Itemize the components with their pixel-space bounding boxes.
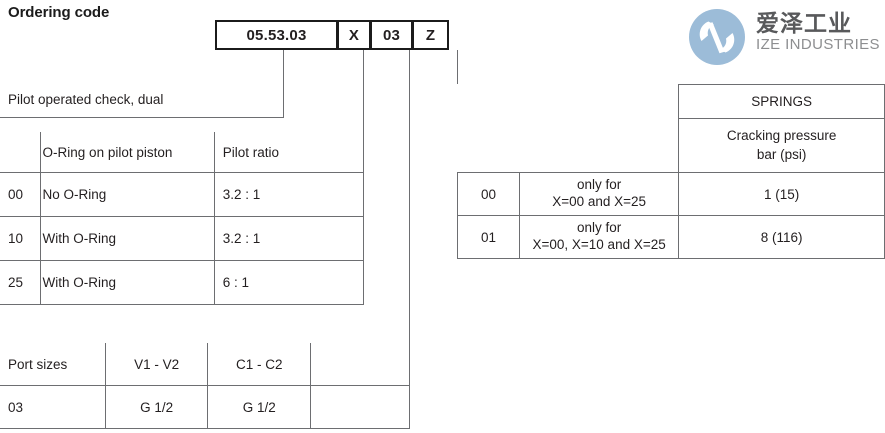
code-segment-oring-option[interactable]: X — [337, 20, 370, 50]
page-title: Ordering code — [8, 4, 110, 21]
oring-row-description: With O-Ring — [39, 216, 215, 261]
springs-spacer-code — [458, 119, 520, 173]
table-header-row: Port sizes V1 - V2 C1 - C2 — [0, 343, 410, 386]
oring-row-description: With O-Ring — [39, 260, 215, 305]
springs-row-pressure: 1 (15) — [678, 172, 885, 216]
springs-spacer-cond — [520, 85, 679, 119]
company-logo: 爱泽工业 IZE INDUSTRIES — [688, 6, 881, 72]
springs-row-pressure: 8 (116) — [678, 215, 885, 259]
connector-model-horizontal — [0, 117, 284, 118]
table-row: 00 No O-Ring 3.2 : 1 — [0, 172, 365, 217]
springs-subtitle: Cracking pressure bar (psi) — [678, 118, 885, 173]
oring-row-ratio: 3.2 : 1 — [213, 172, 365, 217]
table-row: 25 With O-Ring 6 : 1 — [0, 260, 365, 305]
ports-row-c: G 1/2 — [207, 385, 312, 429]
ports-row-extra — [310, 385, 410, 429]
connector-oring-vertical — [363, 50, 364, 133]
springs-subtitle-row: Cracking pressure bar (psi) — [458, 118, 885, 173]
code-segment-model[interactable]: 05.53.03 — [215, 20, 337, 50]
springs-condition-line1: only for — [576, 220, 622, 236]
oring-row-description: No O-Ring — [39, 172, 215, 217]
ports-header-extra — [310, 343, 410, 386]
springs-subtitle-line2: bar (psi) — [756, 146, 807, 162]
oring-row-code: 00 — [0, 172, 41, 217]
springs-row-code: 01 — [457, 215, 520, 259]
logo-name-en: IZE INDUSTRIES — [756, 36, 880, 53]
pilot-ratio-header-label: Pilot ratio — [213, 132, 365, 173]
oring-row-code: 10 — [0, 216, 41, 261]
table-row: 00 only for X=00 and X=25 1 (15) — [457, 172, 885, 216]
table-row: 01 only for X=00, X=10 and X=25 8 (116) — [457, 215, 885, 259]
connector-model-vertical — [283, 50, 284, 117]
oring-row-ratio: 3.2 : 1 — [213, 216, 365, 261]
oring-pilot-ratio-table: O-Ring on pilot piston Pilot ratio 00 No… — [0, 132, 365, 305]
springs-subtitle-line1: Cracking pressure — [726, 128, 837, 144]
logo-text: 爱泽工业 IZE INDUSTRIES — [756, 10, 881, 54]
ordering-code-bar: 05.53.03 X 03 Z — [215, 20, 449, 50]
springs-row-condition: only for X=00, X=10 and X=25 — [518, 215, 680, 259]
ports-header-label: Port sizes — [0, 343, 106, 386]
springs-spacer-code — [458, 85, 520, 119]
springs-condition-line1: only for — [576, 177, 622, 193]
ports-header-v: V1 - V2 — [104, 343, 209, 386]
springs-condition-line2: X=00 and X=25 — [552, 194, 647, 209]
connector-portsize-vertical — [409, 50, 410, 343]
oring-row-ratio: 6 : 1 — [213, 260, 365, 305]
logo-name-cn: 爱泽工业 — [756, 10, 852, 36]
code-segment-port-size[interactable]: 03 — [370, 20, 412, 50]
logo-mark-icon — [688, 8, 746, 66]
table-row: 10 With O-Ring 3.2 : 1 — [0, 216, 365, 261]
table-header-row: O-Ring on pilot piston Pilot ratio — [0, 132, 365, 173]
code-segment-spring[interactable]: Z — [412, 20, 449, 50]
oring-header-label: O-Ring on pilot piston — [39, 132, 215, 173]
table-row: 03 G 1/2 G 1/2 — [0, 385, 410, 429]
port-sizes-table: Port sizes V1 - V2 C1 - C2 03 G 1/2 G 1/… — [0, 343, 410, 429]
springs-condition-line2: X=00, X=10 and X=25 — [532, 237, 666, 252]
oring-header-label-left — [0, 132, 41, 173]
ports-row-v: G 1/2 — [104, 385, 209, 429]
oring-row-code: 25 — [0, 260, 41, 305]
ports-header-c: C1 - C2 — [207, 343, 312, 386]
springs-row-condition: only for X=00 and X=25 — [518, 172, 680, 216]
springs-table: SPRINGS Cracking pressure bar (psi) 00 o… — [457, 84, 885, 259]
product-label: Pilot operated check, dual — [8, 92, 164, 107]
springs-row-code: 00 — [457, 172, 520, 216]
springs-title: SPRINGS — [678, 84, 885, 119]
springs-spacer-cond — [520, 119, 679, 173]
ports-row-code: 03 — [0, 385, 106, 429]
springs-title-row: SPRINGS — [458, 84, 885, 119]
